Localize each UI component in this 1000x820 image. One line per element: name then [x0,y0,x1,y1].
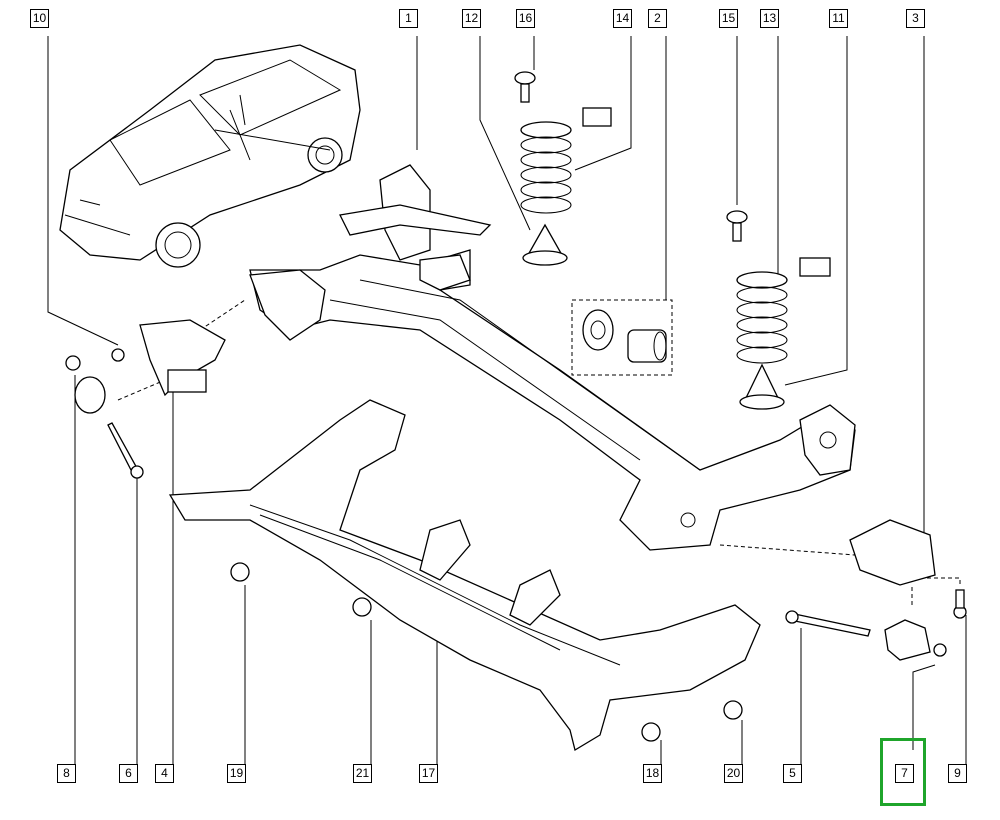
callout-3: 3 [906,9,925,28]
callout-11: 11 [829,9,848,28]
callout-21: 21 [353,764,372,783]
callout-17: 17 [419,764,438,783]
front-subframe [168,399,761,752]
rear-axle-beam [249,164,856,551]
callout-14: 14 [613,9,632,28]
selected-part-highlight [880,738,926,806]
car-illustration [59,44,361,268]
callout-2: 2 [648,9,667,28]
callout-12: 12 [462,9,481,28]
callout-9: 9 [948,764,967,783]
callout-20: 20 [724,764,743,783]
leader-lines [47,36,967,772]
callout-10: 10 [30,9,49,28]
callout-6: 6 [119,764,138,783]
callout-13: 13 [760,9,779,28]
callout-4: 4 [155,764,174,783]
spring-right [726,210,831,410]
callout-19: 19 [227,764,246,783]
callout-18: 18 [643,764,662,783]
bush-kit [582,309,667,363]
spring-left [514,71,612,266]
callout-5: 5 [783,764,802,783]
callout-15: 15 [719,9,738,28]
callout-16: 16 [516,9,535,28]
callout-1: 1 [399,9,418,28]
mount-brackets [65,269,967,742]
callout-7[interactable]: 7 [895,764,914,783]
callout-8: 8 [57,764,76,783]
